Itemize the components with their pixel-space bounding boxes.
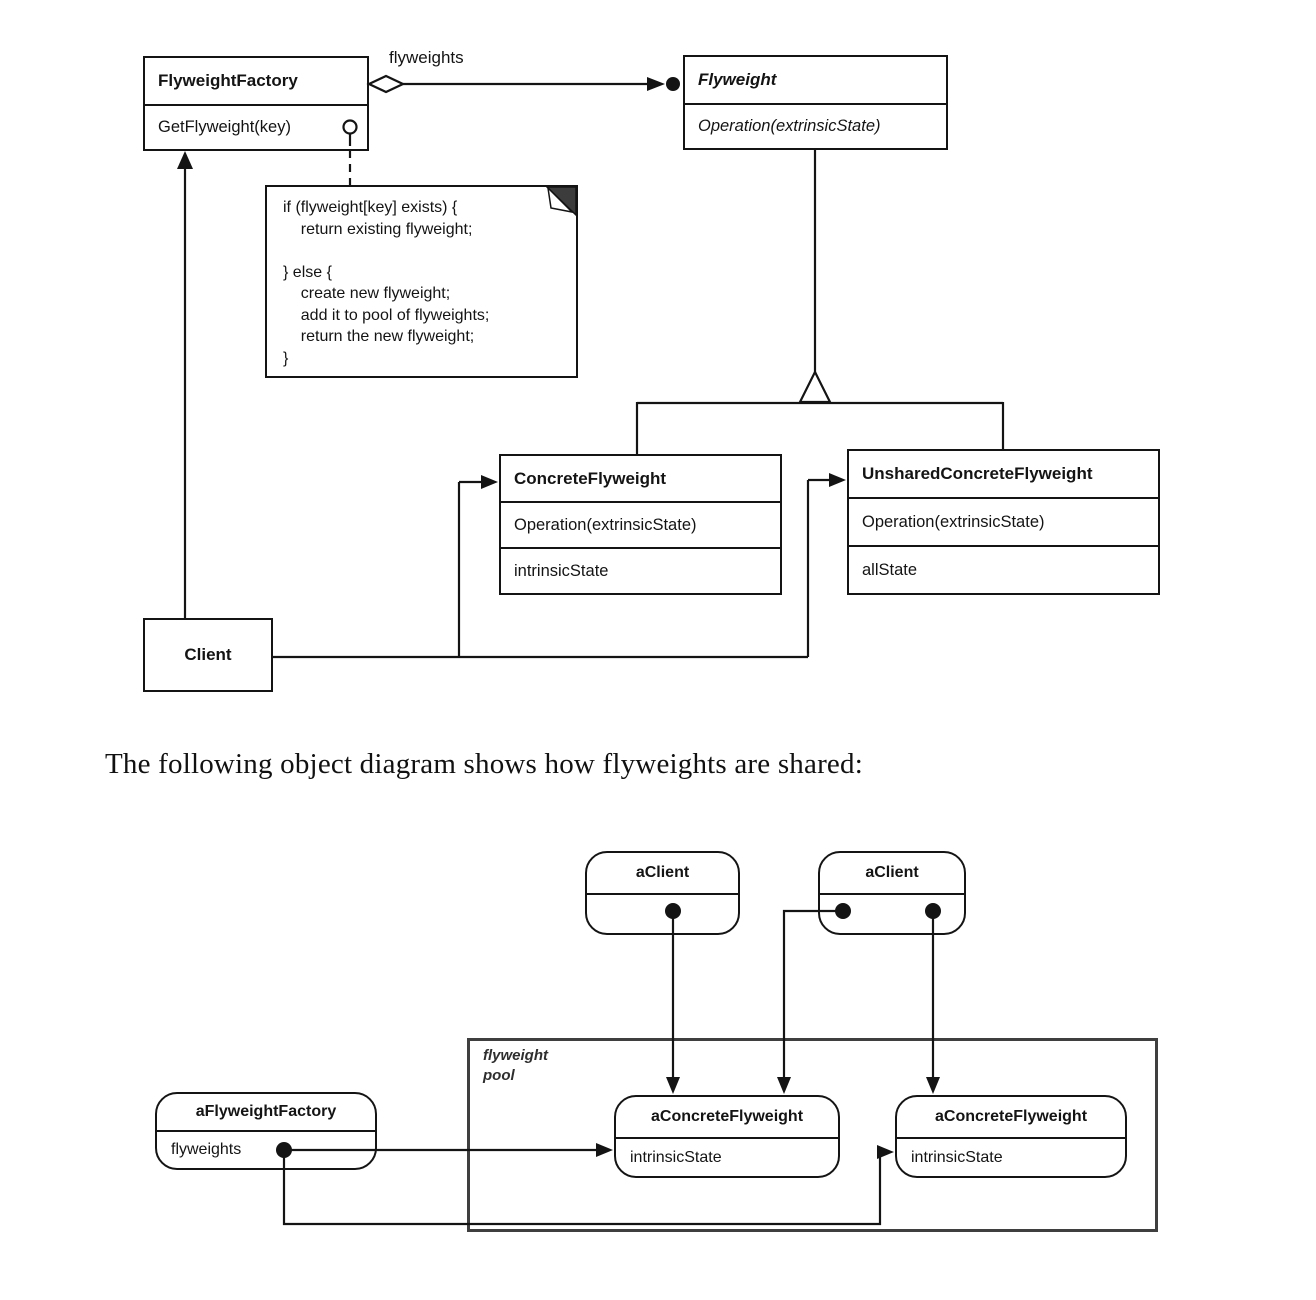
object-attribute: intrinsicState (911, 1148, 1003, 1166)
flyweight-pool-label: flyweight pool (483, 1047, 549, 1085)
note-line: if (flyweight[key] exists) { (283, 199, 458, 216)
object-attribute: intrinsicState (630, 1148, 722, 1166)
class-client: Client (143, 618, 273, 692)
object-title: aClient (820, 853, 964, 895)
object-aconcrete-flyweight-2: aConcreteFlyweight intrinsicState (895, 1095, 1127, 1178)
class-title: ConcreteFlyweight (514, 468, 667, 488)
object-aconcrete-flyweight-1: aConcreteFlyweight intrinsicState (614, 1095, 840, 1178)
multiplicity-ball-icon (666, 77, 680, 91)
class-method: GetFlyweight(key) (145, 104, 367, 149)
note-line: add it to pool of flyweights; (283, 306, 490, 324)
note-line: return the new flyweight; (283, 328, 475, 345)
object-title: aClient (587, 853, 738, 895)
class-title: UnsharedConcreteFlyweight (862, 464, 1093, 483)
class-concrete-flyweight: ConcreteFlyweight Operation(extrinsicSta… (499, 454, 782, 595)
note-line: } (283, 349, 289, 367)
object-title: aFlyweightFactory (157, 1094, 375, 1132)
object-aclient-2: aClient (818, 851, 966, 935)
object-title: aConcreteFlyweight (897, 1097, 1125, 1139)
object-attribute: flyweights (171, 1141, 242, 1158)
class-method: Operation(extrinsicState) (849, 497, 1158, 545)
class-title: FlyweightFactory (158, 71, 298, 90)
arrowhead-icon (177, 151, 193, 169)
note-line: return existing flyweight; (283, 220, 473, 238)
arrowhead-icon (647, 77, 665, 91)
association-label-flyweights: flyweights (389, 48, 464, 67)
inheritance-connector (635, 150, 1005, 454)
aggregation-diamond-icon (366, 74, 406, 94)
note-line: create new flyweight; (283, 285, 451, 302)
aggregation-association (366, 74, 680, 94)
class-title: Flyweight (698, 70, 777, 89)
arrowhead-icon (481, 475, 498, 489)
note-line (283, 240, 566, 262)
client-factory-arrow (177, 151, 193, 618)
note-line: } else { (283, 263, 332, 281)
class-method: Operation(extrinsicState) (685, 103, 946, 148)
class-attribute: intrinsicState (501, 547, 780, 593)
arrowhead-icon (829, 473, 846, 487)
class-unshared-concrete-flyweight: UnsharedConcreteFlyweight Operation(extr… (847, 449, 1160, 595)
object-body (820, 895, 964, 933)
object-title: aConcreteFlyweight (616, 1097, 838, 1139)
class-flyweight: Flyweight Operation(extrinsicState) (683, 55, 948, 150)
inheritance-triangle-icon (798, 369, 832, 404)
class-method: Operation(extrinsicState) (501, 501, 780, 547)
class-flyweight-factory: FlyweightFactory GetFlyweight(key) (143, 56, 369, 151)
class-attribute: allState (849, 545, 1158, 593)
object-aclient-1: aClient (585, 851, 740, 935)
figure-caption: The following object diagram shows how f… (105, 748, 863, 780)
object-body (587, 895, 738, 933)
object-aflyweight-factory: aFlyweightFactory flyweights (155, 1092, 377, 1170)
pseudocode-note: if (flyweight[key] exists) { return exis… (265, 185, 578, 378)
